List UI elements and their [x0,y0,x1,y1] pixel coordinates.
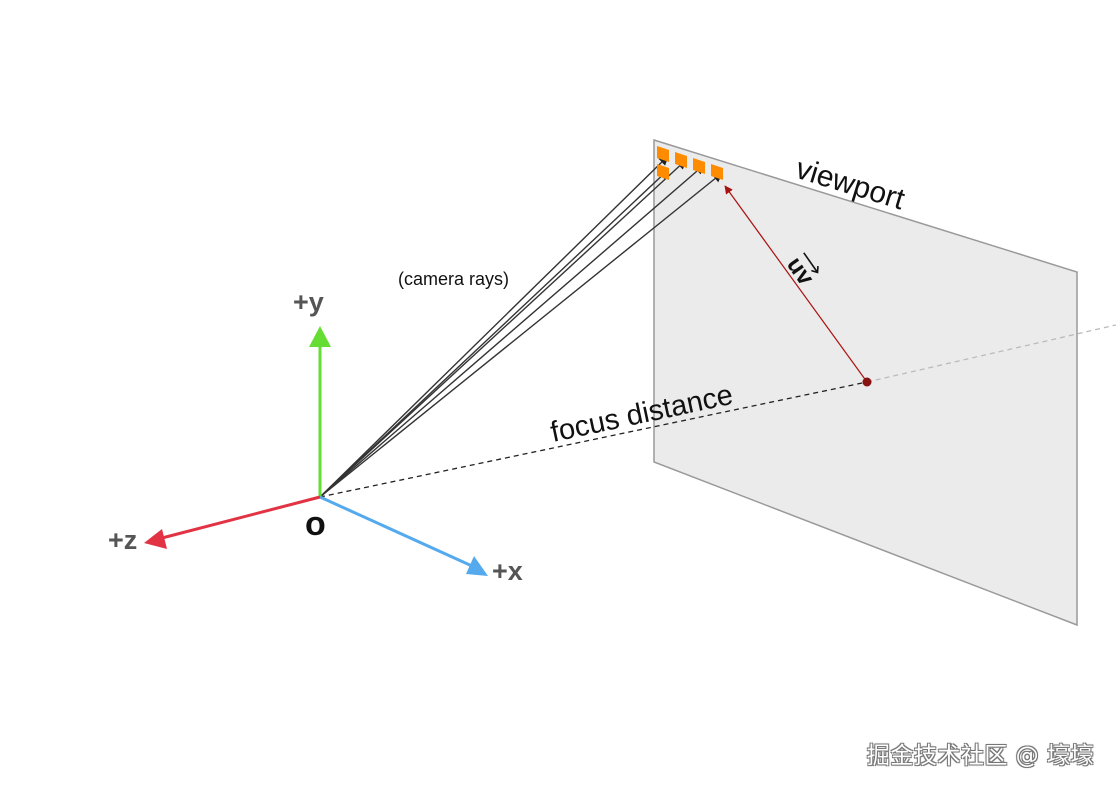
y-axis-label: +y [293,287,324,317]
pixel-square [675,152,687,168]
pixel-square [657,146,669,162]
uv-overarrow-head [811,265,819,274]
camera-ray [319,159,687,498]
pixel-square [657,164,669,180]
watermark: 掘金技术社区 @ 壕壕 [866,743,1094,769]
camera-rays [319,155,723,498]
uv-vector [724,185,868,383]
uv-overarrow [803,252,818,273]
z-axis-arrowhead [144,529,167,549]
z-axis [161,495,321,540]
focus-line-extension [866,324,1116,383]
focus-distance-line [319,381,868,498]
camera-ray [319,169,669,498]
camera-rays-label: (camera rays) [398,269,509,289]
y-axis-arrowhead [309,326,331,347]
x-axis-label: +x [492,556,523,586]
viewport-pixels [657,146,723,180]
origin-label: o [305,505,326,543]
camera-ray [319,155,669,498]
pixel-square [693,158,705,174]
viewport-center-point [862,377,872,387]
camera-ray [319,164,705,498]
z-axis-label: +z [108,525,137,555]
camera-ray [319,172,723,498]
x-axis-arrowhead [466,556,488,576]
x-axis [319,495,473,568]
pixel-square [711,164,723,180]
